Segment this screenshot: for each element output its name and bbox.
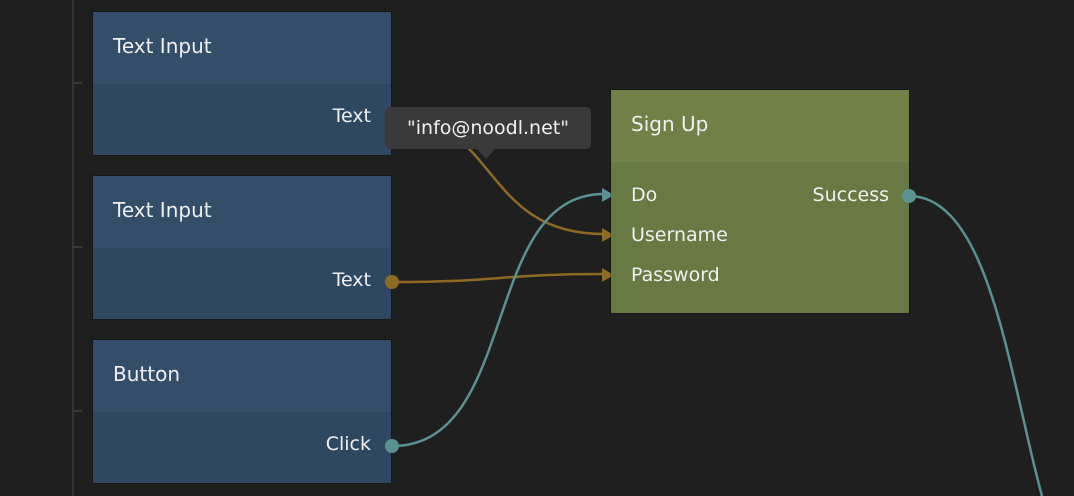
value-tooltip: "info@noodl.net" [385, 107, 591, 159]
wire-success-out[interactable] [908, 194, 1044, 496]
graph-group-line [72, 0, 74, 496]
group-tick [72, 410, 82, 412]
node-title: Sign Up [611, 90, 909, 162]
group-tick [72, 246, 82, 248]
arrow-password-icon [602, 268, 614, 282]
node-button[interactable]: Button Click [92, 339, 392, 484]
port-text-output[interactable]: Text [332, 269, 371, 291]
port-do-input[interactable]: Do [631, 184, 658, 206]
group-tick [72, 82, 82, 84]
node-title: Text Input [93, 176, 391, 248]
node-text-input-1[interactable]: Text Input Text [92, 11, 392, 156]
port-click-output[interactable]: Click [325, 433, 371, 455]
port-text-output[interactable]: Text [332, 105, 371, 127]
node-text-input-2[interactable]: Text Input Text [92, 175, 392, 320]
node-title: Button [93, 340, 391, 412]
port-username-input[interactable]: Username [631, 224, 728, 246]
wire-click-do[interactable] [391, 192, 605, 448]
arrow-do-icon [602, 188, 614, 202]
arrow-username-icon [602, 228, 614, 242]
node-sign-up[interactable]: Sign Up Do Username Password Success [610, 89, 910, 314]
node-title: Text Input [93, 12, 391, 84]
port-password-input[interactable]: Password [631, 264, 720, 286]
port-success-output[interactable]: Success [812, 184, 889, 206]
wire-text2-password[interactable] [391, 272, 605, 284]
